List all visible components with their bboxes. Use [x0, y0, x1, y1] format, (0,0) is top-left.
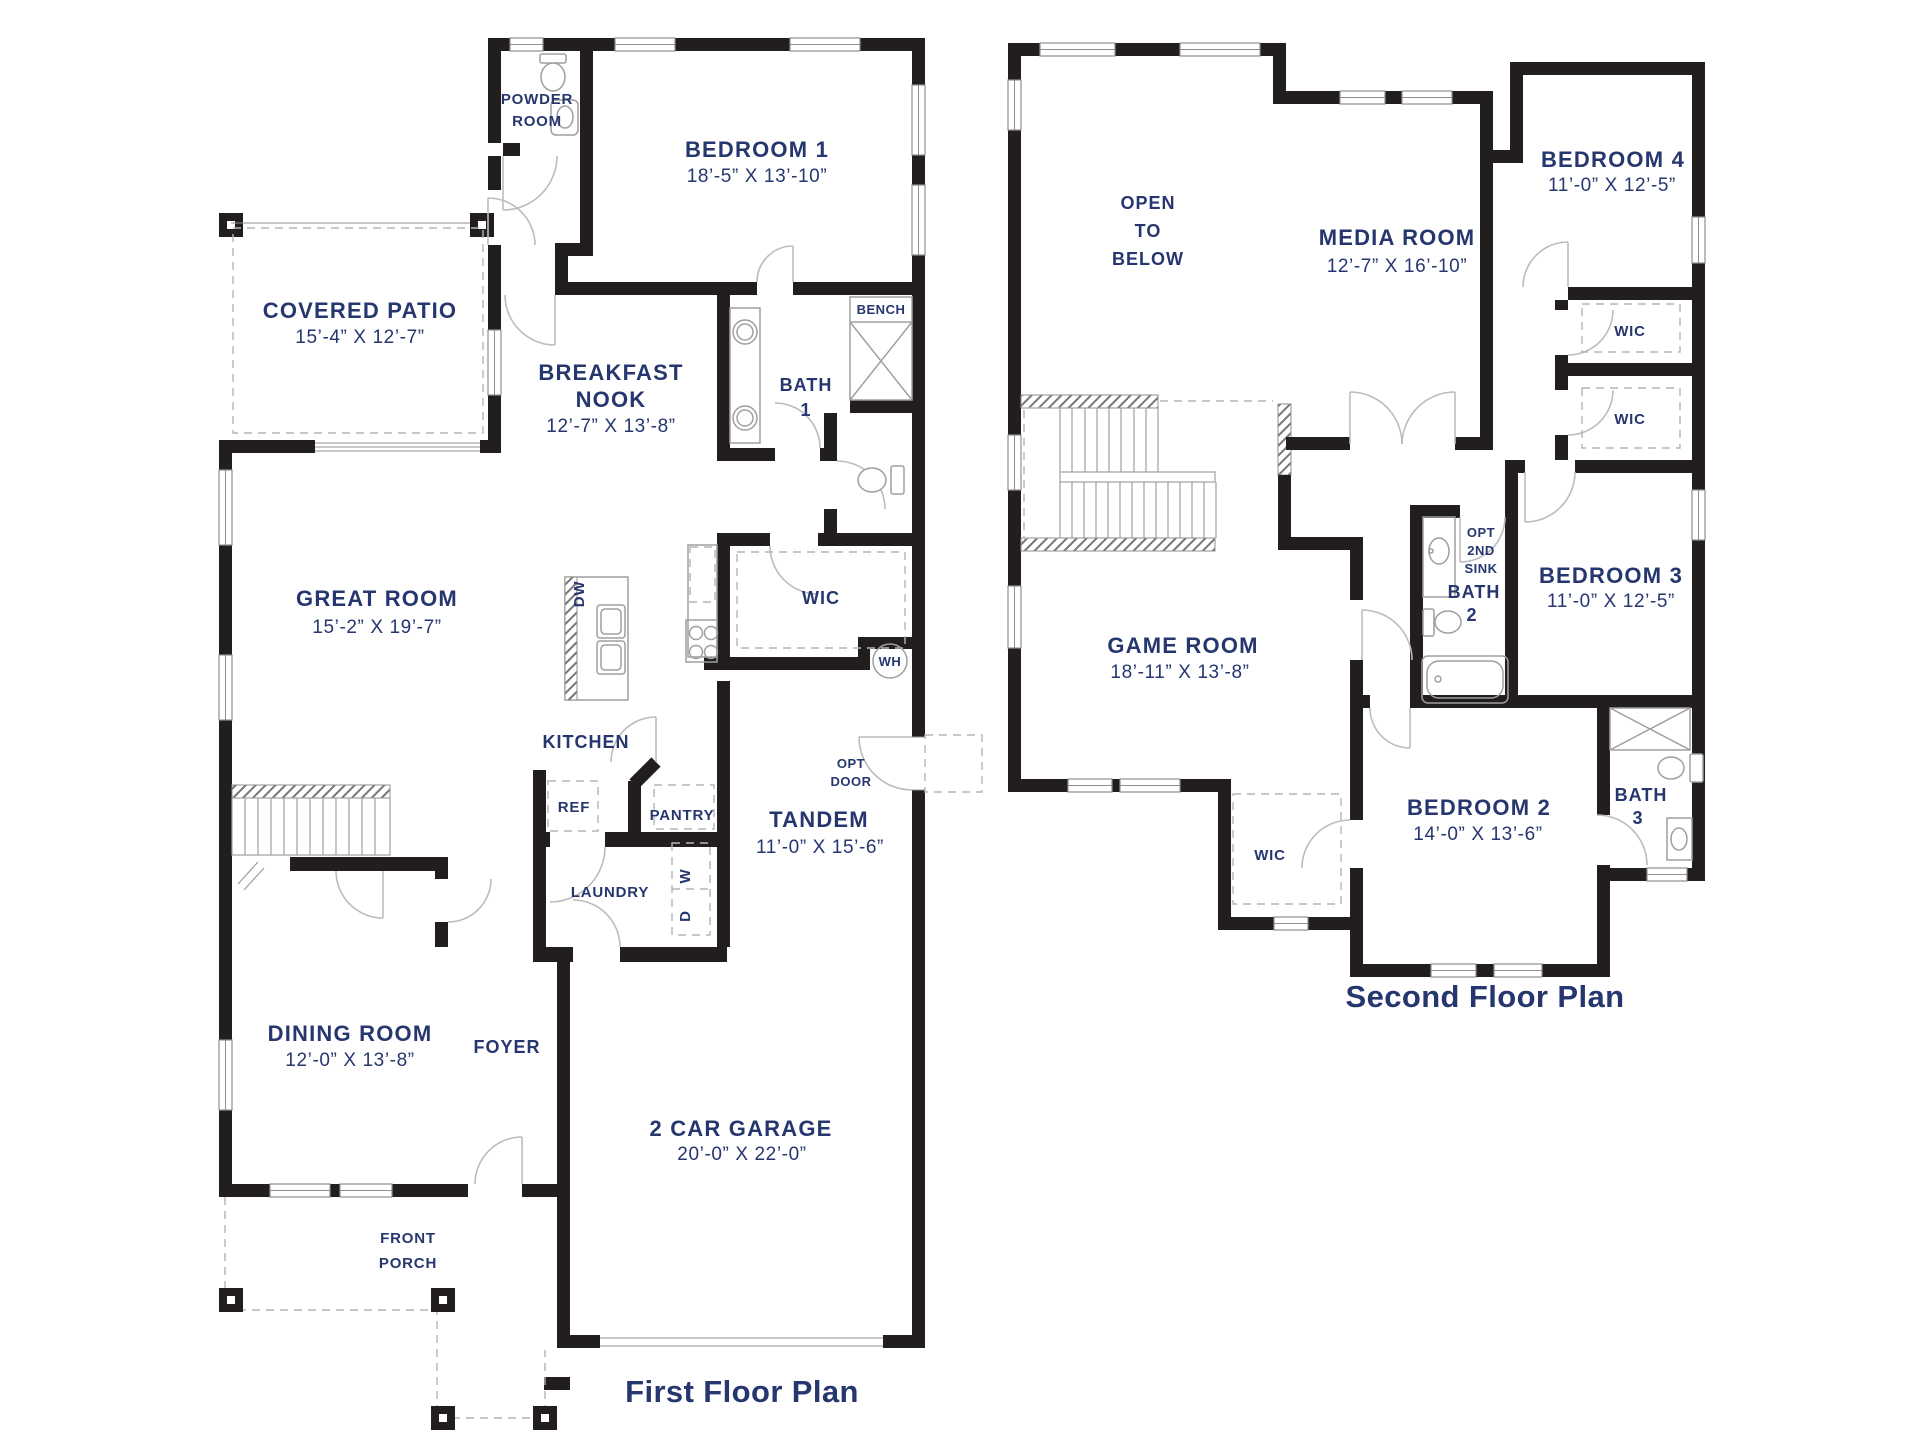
open-to-below-label2: TO	[1135, 221, 1162, 241]
bench-label: BENCH	[857, 302, 906, 317]
opt-2nd-sink-label2: 2ND	[1467, 543, 1495, 558]
water-heater	[872, 643, 908, 679]
great-room-label: GREAT ROOM	[296, 586, 458, 611]
shower-bath3	[1609, 707, 1691, 751]
vanity-bath2	[1422, 516, 1456, 598]
porch-posts	[219, 1288, 557, 1430]
dishwasher-label: DW	[571, 581, 588, 608]
staircase-first-floor	[231, 784, 391, 891]
dining-room-label: DINING ROOM	[268, 1021, 433, 1046]
laundry-label: LAUNDRY	[571, 884, 649, 901]
bedroom1-dims: 18’-5” X 13’-10”	[687, 166, 828, 187]
staircase-second-floor	[1020, 394, 1273, 552]
game-room-dims: 18’-11” X 13’-8”	[1110, 662, 1249, 683]
toilet-powder	[539, 53, 567, 92]
breakfast-nook-label2: NOOK	[576, 387, 647, 412]
pantry-label: PANTRY	[650, 807, 715, 824]
second-floor-walls	[1008, 43, 1705, 977]
breakfast-nook-dims: 12’-7” X 13’-8”	[546, 416, 675, 437]
bedroom3-dims: 11’-0” X 12’-5”	[1547, 591, 1675, 612]
front-porch-label2: PORCH	[379, 1255, 437, 1272]
shower-bath1	[849, 296, 913, 401]
opt-2nd-sink-label: OPT	[1467, 525, 1495, 540]
cooktop	[685, 619, 719, 663]
opt-door-label2: DOOR	[831, 774, 872, 789]
media-room-dims: 12’-7” X 16’-10”	[1327, 256, 1468, 277]
second-floor-title: Second Floor Plan	[1346, 979, 1625, 1014]
sink-bath3	[1666, 817, 1693, 861]
first-floor-walls	[219, 38, 925, 1390]
wic-bed4-upper-label: WIC	[1614, 323, 1646, 340]
first-floor-fixtures	[539, 53, 913, 701]
covered-patio-dims: 15’-4” X 12’-7”	[295, 327, 424, 348]
dryer-label: D	[677, 910, 694, 922]
garage-label: 2 CAR GARAGE	[649, 1116, 832, 1141]
second-floor-dashed	[1232, 303, 1681, 905]
second-floor-fixtures	[1421, 516, 1704, 861]
first-floor-labels: POWDER ROOM BEDROOM 1 18’-5” X 13’-10” C…	[263, 91, 906, 1409]
toilet-bath1	[857, 465, 905, 495]
bedroom2-dims: 14’-0” X 13’-6”	[1413, 824, 1542, 845]
tandem-label: TANDEM	[769, 807, 869, 832]
bath1-label: BATH	[780, 375, 833, 395]
second-floor-plan: OPEN TO BELOW MEDIA ROOM 12’-7” X 16’-10…	[1007, 42, 1706, 1014]
second-floor-windows	[1007, 42, 1706, 978]
first-floor-doors	[335, 155, 913, 1185]
wic-bed2-label: WIC	[1254, 847, 1286, 864]
vanity-bath1	[729, 307, 761, 444]
toilet-bath2	[1422, 608, 1462, 637]
open-to-below-label: OPEN	[1120, 193, 1175, 213]
opt-door-label: OPT	[837, 756, 865, 771]
dining-room-dims: 12’-0” X 13’-8”	[285, 1050, 414, 1071]
bedroom1-label: BEDROOM 1	[685, 137, 829, 162]
powder-room-label: POWDER	[501, 91, 573, 108]
first-floor-title: First Floor Plan	[625, 1374, 859, 1409]
bedroom4-dims: 11’-0” X 12’-5”	[1548, 175, 1676, 196]
bath1-label2: 1	[800, 400, 811, 420]
front-porch-label: FRONT	[380, 1230, 436, 1247]
washer-label: W	[677, 868, 694, 883]
bedroom3-label: BEDROOM 3	[1539, 563, 1683, 588]
bathtub-bath2	[1421, 655, 1509, 704]
bath3-label: BATH	[1615, 785, 1668, 805]
first-floor-windows	[218, 37, 926, 1347]
bath2-label2: 2	[1466, 605, 1477, 625]
game-room-label: GAME ROOM	[1107, 633, 1258, 658]
powder-room-label2: ROOM	[512, 113, 562, 130]
great-room-dims: 15’-2” X 19’-7”	[312, 617, 441, 638]
water-heater-label: WH	[879, 654, 902, 669]
wic-bed4-lower-label: WIC	[1614, 411, 1646, 428]
covered-patio-label: COVERED PATIO	[263, 298, 457, 323]
kitchen-island	[564, 576, 629, 701]
refrigerator-label: REF	[558, 799, 590, 816]
garage-dims: 20’-0” X 22’-0”	[677, 1144, 806, 1165]
tandem-dims: 11’-0” X 15’-6”	[756, 837, 884, 858]
media-room-label: MEDIA ROOM	[1319, 225, 1476, 250]
opt-2nd-sink-label3: SINK	[1464, 561, 1497, 576]
breakfast-nook-label: BREAKFAST	[538, 360, 683, 385]
kitchen-label: KITCHEN	[543, 732, 630, 752]
sink-powder	[550, 99, 579, 136]
bedroom2-label: BEDROOM 2	[1407, 795, 1551, 820]
bedroom4-label: BEDROOM 4	[1541, 147, 1685, 172]
first-floor-plan: POWDER ROOM BEDROOM 1 18’-5” X 13’-10” C…	[218, 37, 983, 1430]
second-floor-labels: OPEN TO BELOW MEDIA ROOM 12’-7” X 16’-10…	[1107, 147, 1685, 1014]
toilet-bath3	[1657, 753, 1704, 783]
kitchen-counter	[687, 544, 718, 658]
open-to-below-label3: BELOW	[1112, 249, 1184, 269]
wic-label: WIC	[802, 588, 840, 608]
second-floor-doors	[1301, 241, 1648, 869]
bath2-label: BATH	[1448, 582, 1501, 602]
foyer-label: FOYER	[473, 1037, 540, 1057]
bath3-label2: 3	[1632, 808, 1643, 828]
